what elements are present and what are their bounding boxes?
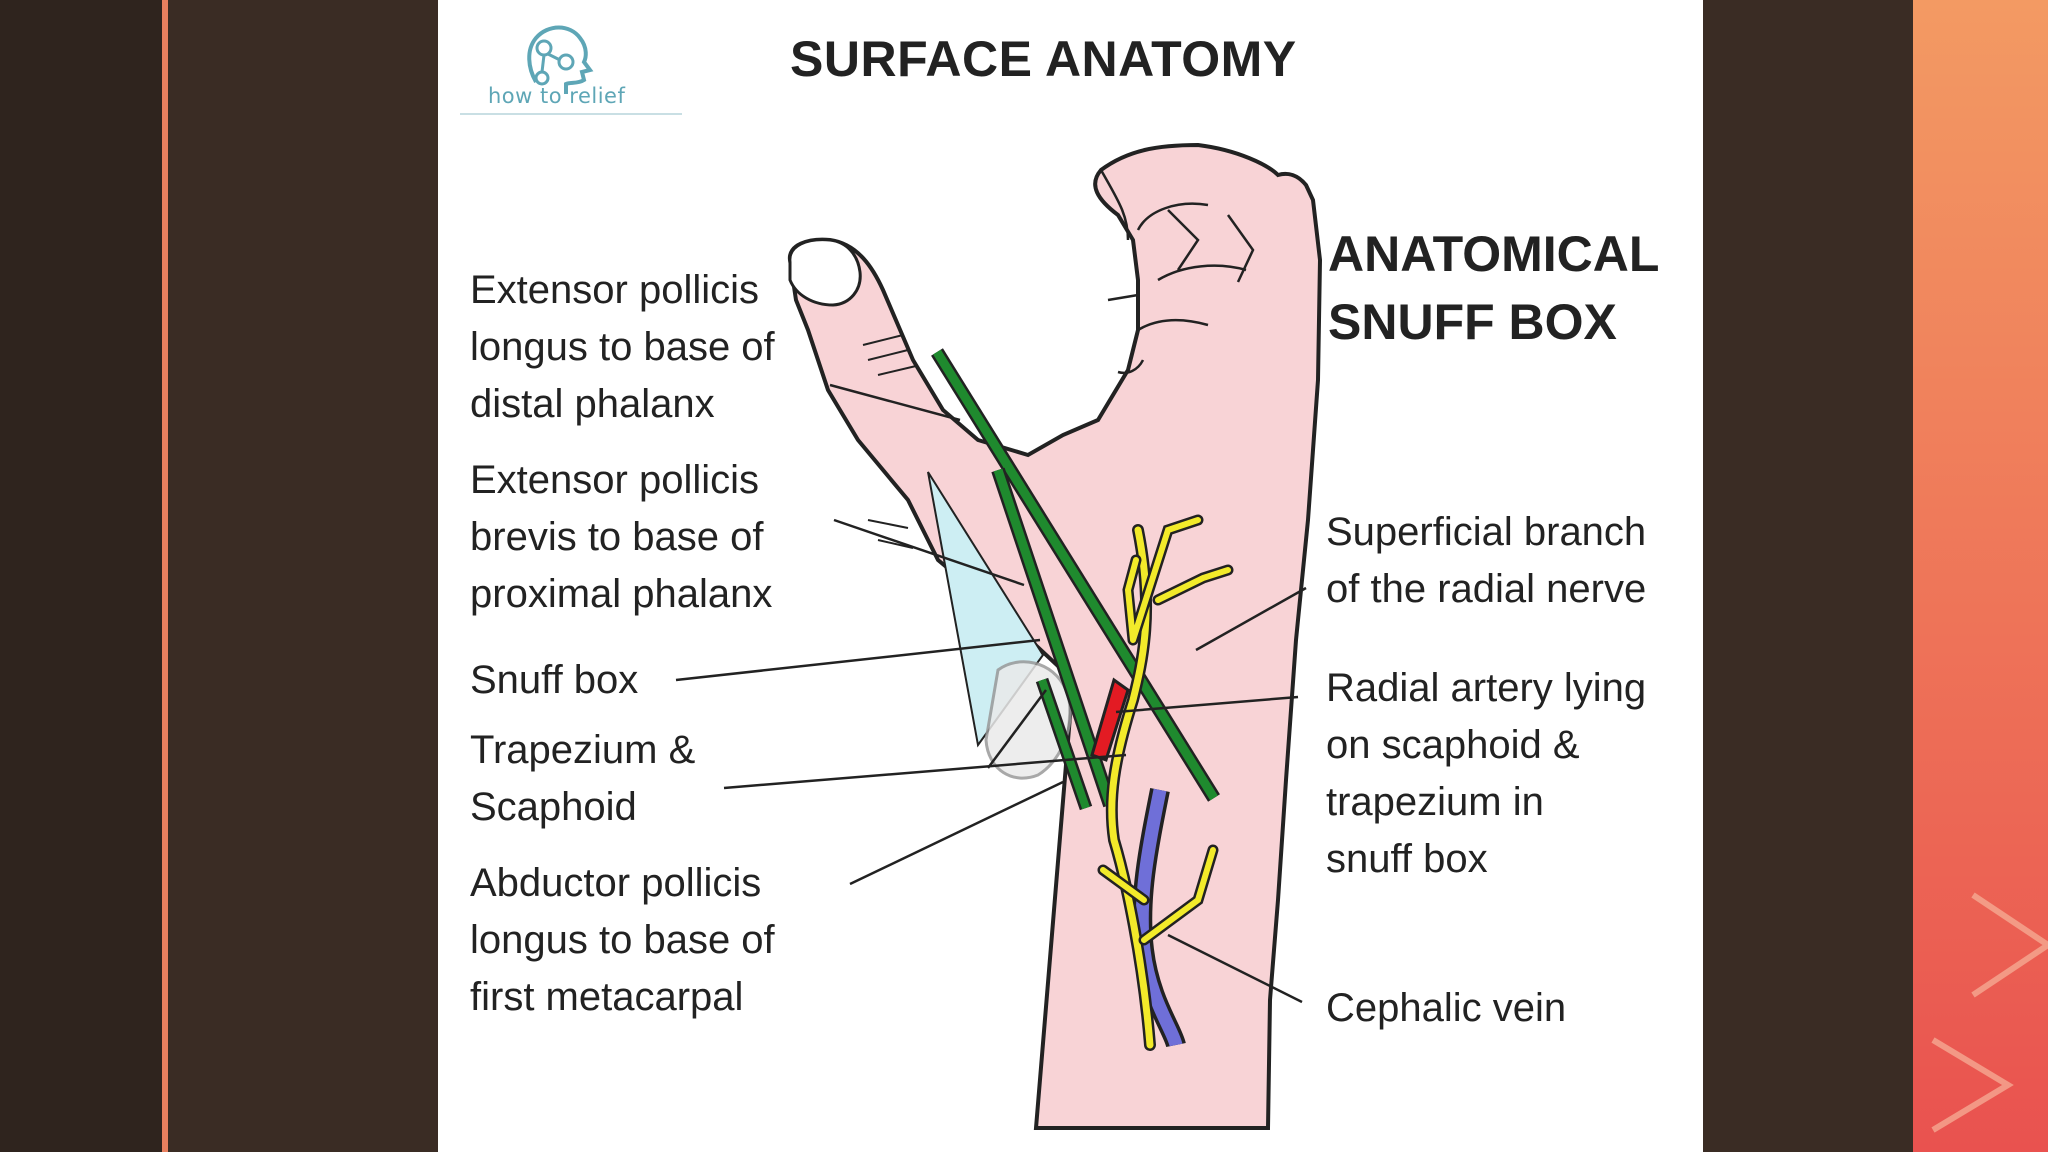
chevron-decoration [1931,892,2048,1133]
tendon-epl-fill [933,349,1218,801]
tendon-epb-fill [993,468,1115,807]
label-abductor-pollicis-longus: Abductor pollicis longus to base of firs… [470,861,775,1019]
logo-rule [460,113,682,115]
background-mid [168,0,438,1152]
logo-icon [527,25,594,94]
background-left [0,0,162,1152]
label-extensor-pollicis-longus: Extensor pollicis longus to base of dist… [470,268,775,426]
label-radial-artery: Radial artery lying on scaphoid & trapez… [1326,666,1647,881]
label-trapezium-scaphoid: Trapezium & Scaphoid [470,728,696,829]
diagram-heading: ANATOMICAL SNUFF BOX [1328,226,1660,350]
wrist-diagram [675,142,1323,1130]
label-snuff-box: Snuff box [470,658,639,702]
tendon-apl-fill [1038,678,1090,810]
logo-text: how to relief [488,84,626,108]
leader-lines [675,383,1307,1004]
thumb-creases [862,334,917,549]
radial-nerve [1097,514,1234,1051]
label-superficial-radial-nerve: Superficial branch of the radial nerve [1326,510,1647,611]
background-right [1703,0,1913,1152]
label-cephalic-vein: Cephalic vein [1326,986,1567,1030]
accent-line [162,0,168,1152]
radial-artery [1090,677,1130,762]
fist-folds [1099,169,1255,375]
page-title: SURFACE ANATOMY [790,31,1297,87]
label-extensor-pollicis-brevis: Extensor pollicis brevis to base of prox… [470,458,773,616]
thumbnail [788,238,862,307]
